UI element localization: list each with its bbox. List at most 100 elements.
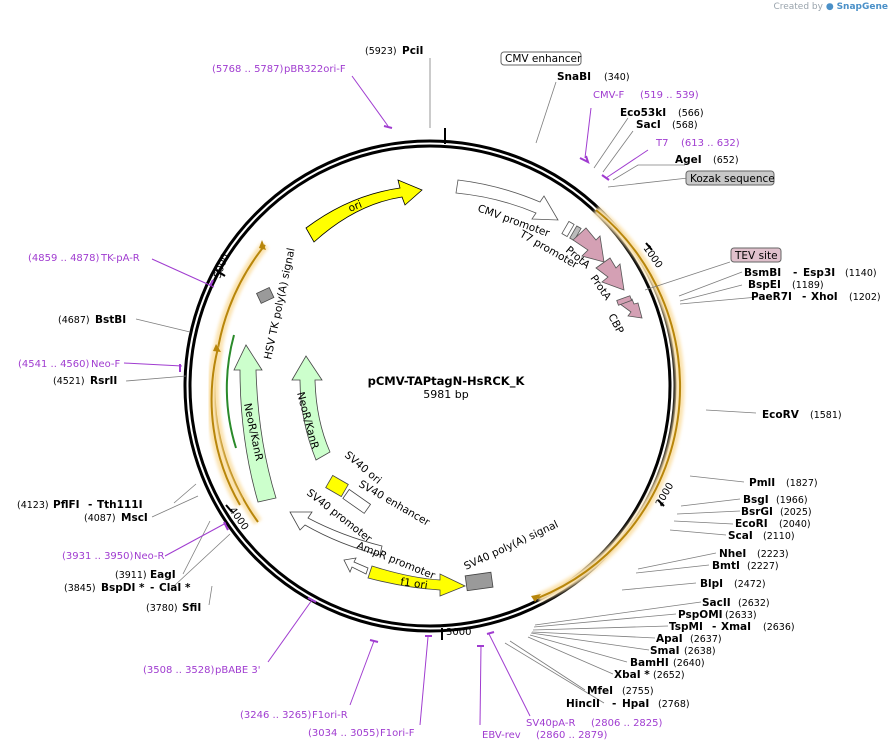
site-esp3i: Esp3I: [803, 267, 835, 279]
orf-arrowhead-left-top: [259, 240, 266, 250]
primer-cmv-f: CMV-F: [593, 90, 624, 101]
orf-arcs: [207, 206, 685, 603]
tev-site-label: TEV site: [734, 250, 778, 262]
site-bspei: BspEI: [748, 279, 781, 291]
sv40-ori-feature: [325, 474, 349, 498]
primer-sv40pa-r: SV40pA-R: [526, 718, 575, 729]
plasmid-name: pCMV-TAPtagN-HsRCK_K: [368, 374, 526, 389]
prota-feature-1: [572, 227, 605, 263]
primer-marks: [179, 125, 610, 647]
site-sfii-pos: (3780): [146, 603, 178, 614]
site-pflfi: PflFI: [53, 499, 80, 511]
f1-ori-feature: [367, 565, 466, 597]
site-ecori: EcoRI: [735, 518, 768, 530]
primer-f1ori-r: F1ori-R: [312, 710, 348, 721]
hsv-tk-polya-label: HSV TK poly(A) signal: [262, 247, 297, 361]
site-hincii-pos: (2768): [658, 699, 690, 710]
site-bmti: BmtI: [712, 560, 740, 572]
neor-kanr-feature-inner: [291, 355, 331, 461]
site-bspdi-sep: -: [150, 582, 154, 594]
primer-neo-f-range: (4541 .. 4560): [18, 359, 90, 370]
kozak-sequence-box: [685, 170, 775, 186]
site-pmli: PmlI: [749, 477, 775, 489]
snapgene-brand: Created by ● SnapGene: [773, 2, 888, 12]
site-xbai-pos: (2652): [653, 670, 685, 681]
site-saci-pos: (568): [672, 120, 698, 131]
site-pflfi-pos: (4123): [17, 500, 49, 511]
site-mfei: MfeI: [587, 685, 613, 697]
site-eco53ki: Eco53kI: [620, 107, 666, 119]
site-tth111i: Tth111I: [97, 499, 142, 511]
site-sacii: SacII: [702, 597, 731, 609]
primer-ebv-rev-range: (2860 .. 2879): [536, 730, 608, 741]
plasmid-size: 5981 bp: [423, 388, 468, 401]
primer-ebv-rev: EBV-rev: [482, 730, 521, 741]
site-smai: SmaI: [650, 645, 680, 657]
primer-tk-pa-r-range: (4859 .. 4878): [28, 253, 100, 264]
site-rsrii-pos: (4521): [53, 376, 85, 387]
primer-neo-r-range: (3931 .. 3950): [62, 551, 134, 562]
site-ecorv: EcoRV: [762, 409, 800, 421]
site-xmai: XmaI: [721, 621, 751, 633]
primer-leader-lines: [123, 75, 649, 726]
site-pspomi-pos: (2633): [725, 610, 757, 621]
site-rsrii: RsrII: [90, 375, 117, 387]
primer-sv40pa-r-range: (2806 .. 2825): [591, 718, 663, 729]
site-eagi: EagI: [150, 569, 176, 581]
site-mscii-pos: (4087): [84, 513, 116, 524]
tev-feature: [616, 295, 633, 306]
site-paer7i-sep: -: [802, 291, 806, 303]
primer-f1ori-f: F1ori-F: [380, 728, 415, 739]
backbone-outer: [183, 139, 677, 633]
primer-pbr322ori-f: pBR322ori-F: [284, 64, 346, 75]
sv40-promoter-feature: [289, 511, 383, 556]
site-saci: SacI: [636, 119, 661, 131]
site-apai-pos: (2637): [690, 634, 722, 645]
site-nhei-pos: (2223): [757, 549, 789, 560]
site-bamhi: BamHI: [630, 657, 669, 669]
site-apai: ApaI: [656, 633, 683, 645]
primer-t7-range: (613 .. 632): [681, 138, 740, 149]
site-scai: ScaI: [728, 530, 753, 542]
site-bspdi-pos: (3845): [64, 583, 96, 594]
site-bmti-pos: (2227): [747, 561, 779, 572]
site-ecorv-pos: (1581): [810, 410, 842, 421]
site-blpi: BlpI: [700, 578, 723, 590]
primer-cmv-f-range: (519 .. 539): [640, 90, 699, 101]
site-agei-pos: (652): [713, 155, 739, 166]
cmv-enhancer-label: CMV enhancer: [505, 53, 582, 65]
site-bsgi: BsgI: [743, 494, 769, 506]
site-pmli-pos: (1827): [786, 478, 818, 489]
site-agei: AgeI: [675, 154, 702, 166]
primer-labels: (5768 .. 5787) pBR322ori-F CMV-F (519 ..…: [18, 64, 740, 741]
site-bsgi-pos: (1966): [776, 495, 808, 506]
primer-tk-pa-r: TK-pA-R: [100, 253, 140, 264]
restriction-sites: (5923) PciI SnaBI (340) Eco53kI (566) Sa…: [17, 45, 881, 710]
site-eagi-pos: (3911): [115, 570, 147, 581]
site-mfei-pos: (2755): [622, 686, 654, 697]
hsv-tk-polya-feature: [256, 286, 275, 304]
backbone-inner: [188, 144, 672, 628]
site-bamhi-pos: (2640): [673, 658, 705, 669]
site-bsmbi: BsmBI: [744, 267, 781, 279]
cbp-feature: [619, 298, 643, 319]
site-bstbi-pos: (4687): [58, 315, 90, 326]
site-eco53ki-pos: (566): [678, 108, 704, 119]
brand-prefix: Created by: [773, 2, 823, 12]
prota-feature-2: [595, 257, 625, 291]
cbp-label: CBP: [605, 312, 625, 336]
site-xbai: XbaI *: [614, 669, 650, 681]
site-bstbi: BstBI: [95, 314, 126, 326]
site-hpai: HpaI: [622, 698, 649, 710]
site-leader-lines: [125, 58, 759, 704]
ampr-promoter-feature: [343, 557, 369, 575]
tev-site-box: [730, 247, 782, 263]
kozak-sequence-label: Kozak sequence: [690, 173, 775, 185]
primer-t7: T7: [655, 138, 668, 149]
site-nhei: NheI: [719, 548, 746, 560]
site-bsrgi-pos: (2025): [780, 507, 812, 518]
sv40-enhancer-feature: [342, 488, 372, 514]
ori-label: ori: [347, 199, 364, 215]
brand-name: SnapGene: [836, 2, 888, 12]
